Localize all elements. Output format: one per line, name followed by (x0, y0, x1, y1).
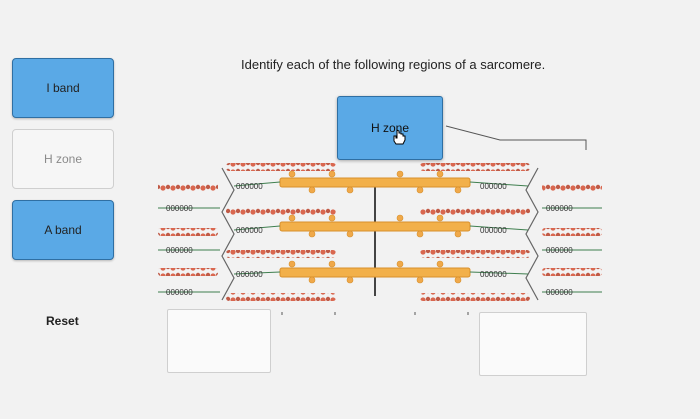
z-disc-right (525, 167, 539, 301)
a-band-chip[interactable]: A band (12, 200, 114, 260)
svg-text:000000: 000000 (546, 204, 573, 213)
h-zone-placed-text: H zone (370, 121, 410, 135)
svg-text:000000: 000000 (546, 288, 573, 297)
h-zone-bracket (334, 312, 416, 315)
a-band-bracket (281, 312, 469, 315)
z-disc-left (221, 167, 235, 301)
i-band-label: I band (46, 81, 80, 95)
hand-cursor-icon (393, 129, 406, 145)
svg-text:000000: 000000 (480, 182, 507, 191)
svg-text:000000: 000000 (480, 270, 507, 279)
h-zone-chip-placeholder: H zone (12, 129, 114, 189)
svg-text:000000: 000000 (236, 226, 263, 235)
actin-filaments-left (158, 163, 336, 301)
svg-text:000000: 000000 (546, 246, 573, 255)
svg-text:000000: 000000 (236, 270, 263, 279)
svg-text:000000: 000000 (236, 182, 263, 191)
sarcomere-diagram: 000000 000000 000000 000000 000000 00000… (158, 125, 602, 315)
drop-target-right[interactable] (479, 312, 587, 376)
titin-labels: 000000 000000 000000 000000 000000 00000… (166, 182, 573, 297)
a-band-label: A band (44, 223, 82, 237)
svg-text:000000: 000000 (480, 226, 507, 235)
svg-text:000000: 000000 (166, 288, 193, 297)
myosin-filaments (279, 170, 471, 284)
reset-button[interactable]: Reset (46, 314, 79, 328)
svg-text:000000: 000000 (166, 204, 193, 213)
titin-filaments (158, 181, 602, 293)
h-zone-placed-label[interactable]: H zone (337, 96, 443, 160)
h-zone-leader-line (445, 125, 587, 150)
actin-filaments-right (420, 163, 602, 301)
svg-text:000000: 000000 (166, 246, 193, 255)
h-zone-placeholder-label: H zone (43, 152, 83, 166)
i-band-chip[interactable]: I band (12, 58, 114, 118)
drop-target-left[interactable] (167, 309, 271, 373)
question-prompt: Identify each of the following regions o… (241, 57, 546, 72)
